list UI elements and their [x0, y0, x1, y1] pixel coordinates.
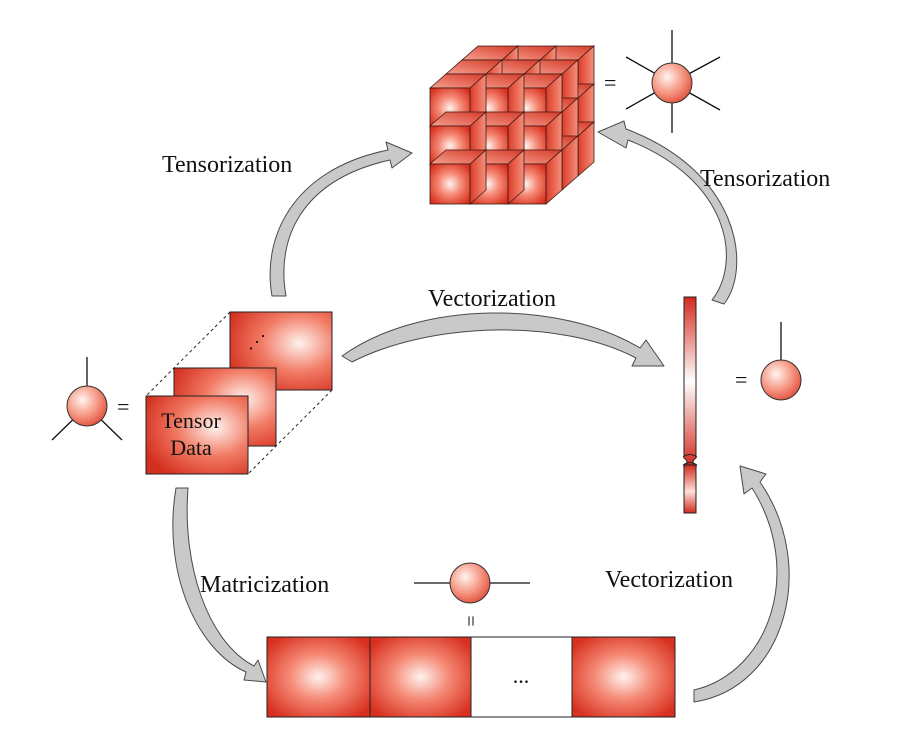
- vector-node-1-leg-icon: [760, 322, 802, 401]
- arrows: [172, 120, 790, 703]
- matrix-block-2: [369, 636, 472, 718]
- matrix-blocks: ...: [266, 636, 676, 718]
- matrix-block-ellipsis: [470, 636, 573, 718]
- label-matricization: Matricization: [200, 572, 329, 598]
- cube-cell-front: [429, 163, 471, 205]
- tensor-node-3-legs-icon: [51, 357, 123, 441]
- equals-sign-vector: =: [735, 367, 747, 392]
- matrix-block-1: [266, 636, 371, 718]
- slice-dots: ⋰: [248, 332, 266, 352]
- tensor-slice-front: [145, 395, 249, 475]
- arrow-vectorization-top: [341, 312, 665, 367]
- label-vectorization-top: Vectorization: [428, 286, 556, 312]
- matrix-ellipsis: ...: [513, 663, 530, 688]
- arrow-matricization: [172, 487, 267, 683]
- vector-bar: [682, 296, 698, 514]
- tensor-data-line2: Data: [170, 435, 212, 460]
- label-tensorization-left: Tensorization: [162, 152, 292, 178]
- tensor-cube: [428, 45, 596, 205]
- tensor-data-line1: Tensor: [161, 408, 221, 433]
- equals-sign-cube: =: [604, 70, 616, 95]
- matrix-block-last: [571, 636, 676, 718]
- arrow-tensorization-right: [597, 120, 738, 305]
- arrow-tensorization-left: [269, 141, 413, 297]
- label-tensorization-right: Tensorization: [700, 166, 830, 192]
- equals-sign-tensor: =: [117, 394, 129, 419]
- tensor-node-6-legs-icon: [625, 30, 721, 133]
- equals-sign-matrix: =: [459, 615, 481, 626]
- arrow-vectorization-bottom: [693, 465, 790, 703]
- tensor-slices: ⋰ Tensor Data: [145, 311, 333, 475]
- matrix-node-2-legs-icon: [414, 562, 530, 604]
- label-vectorization-bottom: Vectorization: [605, 567, 733, 593]
